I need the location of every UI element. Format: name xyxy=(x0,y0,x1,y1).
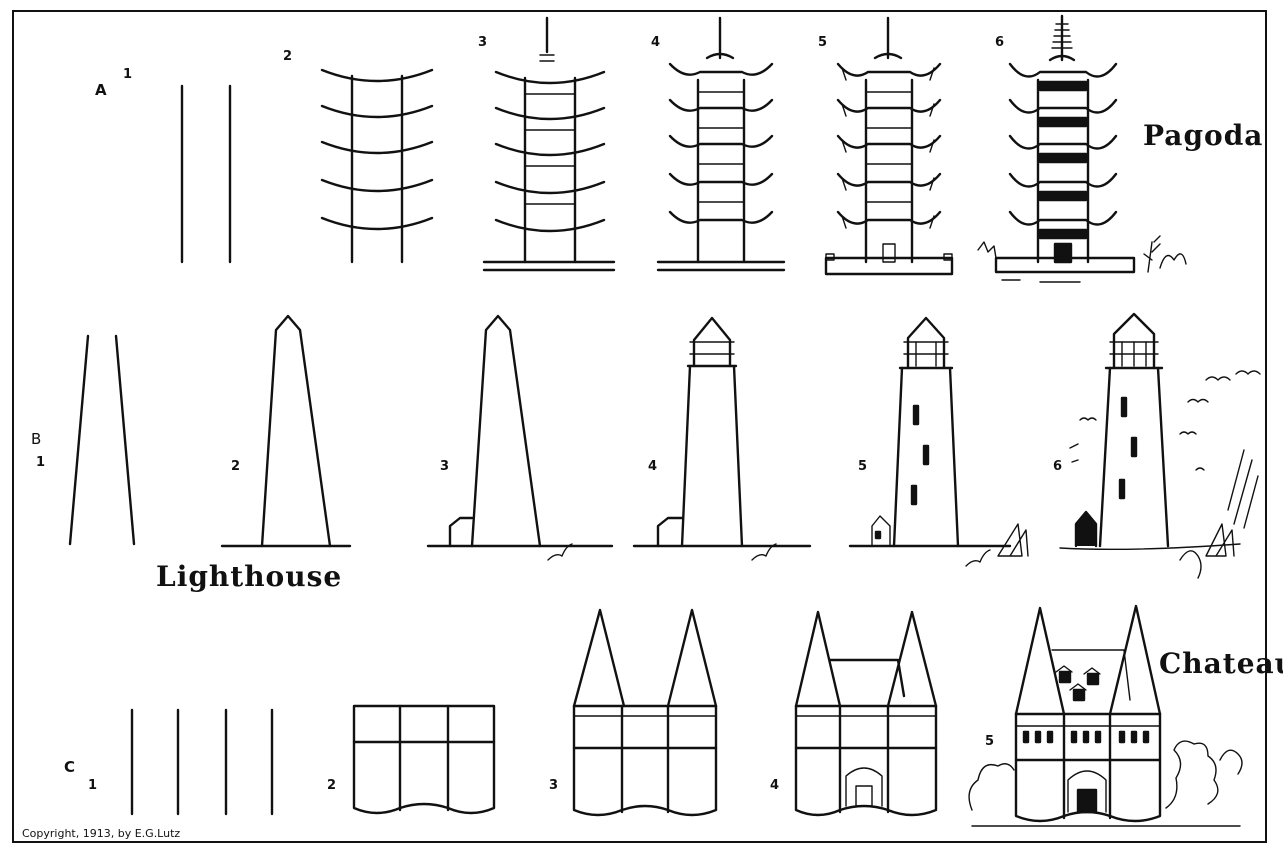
pagoda-title: Pagoda xyxy=(1143,119,1264,152)
row-b-step-5-label: 5 xyxy=(858,459,868,474)
pagoda-step-6 xyxy=(977,14,1187,283)
row-c-step-4-label: 4 xyxy=(770,778,780,793)
chateau-step-4 xyxy=(794,610,938,817)
pagoda-step-4 xyxy=(656,16,786,272)
lighthouse-step-4 xyxy=(632,316,812,561)
row-c-letter: C xyxy=(64,758,76,776)
chateau-step-1 xyxy=(130,708,274,816)
row-a-step-3-label: 3 xyxy=(478,35,488,50)
row-a-step-4-label: 4 xyxy=(651,35,661,50)
sheet-border xyxy=(12,10,1267,843)
lighthouse-step-2 xyxy=(220,314,352,548)
row-c-step-2-label: 2 xyxy=(327,778,337,793)
chateau-title: Chateau xyxy=(1159,647,1283,680)
lighthouse-step-6 xyxy=(1059,312,1261,579)
row-b-step-1-label: 1 xyxy=(36,455,46,470)
row-c-step-3-label: 3 xyxy=(549,778,559,793)
pagoda-step-1 xyxy=(180,84,232,264)
lighthouse-step-1 xyxy=(68,334,136,546)
chateau-step-5 xyxy=(968,604,1243,827)
row-a-step-5-label: 5 xyxy=(818,35,828,50)
pagoda-step-5 xyxy=(824,16,954,276)
row-a-step-6-label: 6 xyxy=(995,35,1005,50)
row-a-letter: A xyxy=(95,81,107,99)
row-b-step-4-label: 4 xyxy=(648,459,658,474)
row-c-step-1-label: 1 xyxy=(88,778,98,793)
row-a-step-1-label: 1 xyxy=(123,67,133,82)
lighthouse-step-3 xyxy=(426,314,614,561)
pagoda-step-2 xyxy=(320,68,434,264)
row-c-step-5-label: 5 xyxy=(985,734,995,749)
chateau-step-3 xyxy=(572,608,718,817)
row-b-step-3-label: 3 xyxy=(440,459,450,474)
chateau-step-2 xyxy=(352,704,496,815)
row-b-step-6-label: 6 xyxy=(1053,459,1063,474)
lighthouse-step-5 xyxy=(848,316,1029,567)
copyright-text: Copyright, 1913, by E.G.Lutz xyxy=(22,827,181,840)
row-b-letter: B xyxy=(31,430,42,448)
lighthouse-title: Lighthouse xyxy=(156,560,343,593)
row-b-step-2-label: 2 xyxy=(231,459,241,474)
row-a-step-2-label: 2 xyxy=(283,49,293,64)
pagoda-step-3 xyxy=(482,16,616,272)
